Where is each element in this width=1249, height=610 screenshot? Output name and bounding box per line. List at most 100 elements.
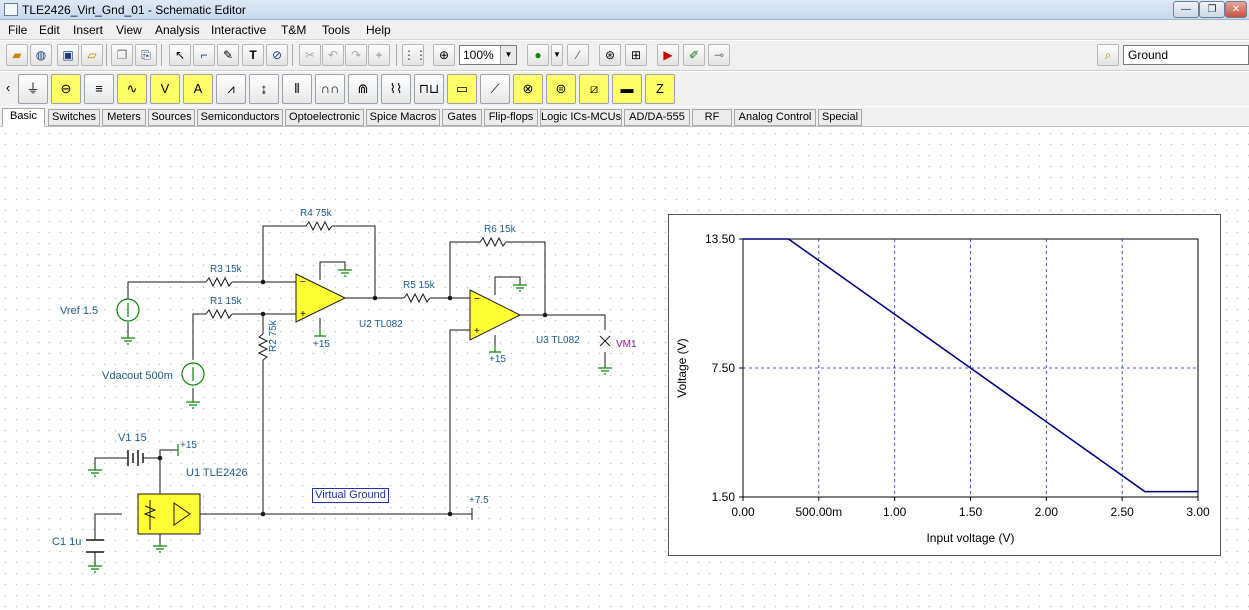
tab-logic-ics-mcus[interactable]: Logic ICs-MCUs <box>540 109 622 126</box>
ac-source-icon[interactable]: ∿ <box>117 74 147 104</box>
zoom-icon[interactable]: ⊕ <box>433 44 455 66</box>
voltmeter-icon[interactable]: V <box>150 74 180 104</box>
menu-help[interactable]: Help <box>366 23 391 37</box>
pointer-icon[interactable]: ↖ <box>169 44 191 66</box>
cut-icon[interactable]: ✂ <box>299 44 321 66</box>
wire <box>449 329 470 514</box>
minimize-button[interactable]: — <box>1173 1 1199 18</box>
wire-tool-icon[interactable]: ⌐ <box>193 44 215 66</box>
open-folder-icon[interactable]: ▰ <box>6 44 28 66</box>
undo-icon[interactable]: ↶ <box>322 44 344 66</box>
redo-icon[interactable]: ↷ <box>345 44 367 66</box>
component-search-icon[interactable]: ⌕ <box>1097 44 1119 66</box>
menu-view[interactable]: View <box>116 23 142 37</box>
save-icon[interactable]: ▣ <box>57 44 79 66</box>
potentiometer-icon[interactable]: ↨ <box>249 74 279 104</box>
wire <box>319 261 346 280</box>
resistor-icon[interactable]: ⩘ <box>216 74 246 104</box>
transformer-core-icon[interactable]: ⊓⊔ <box>414 74 444 104</box>
label-v1: V1 15 <box>118 432 147 444</box>
ground-icon <box>88 565 102 573</box>
globe-icon[interactable]: ◍ <box>30 44 52 66</box>
text-icon[interactable]: T <box>242 44 264 66</box>
ammeter-probe-icon[interactable]: ⊞ <box>625 44 647 66</box>
pen-probe-icon[interactable]: ✐ <box>683 44 705 66</box>
motor-icon[interactable]: ⊜ <box>546 74 576 104</box>
svg-text:−: − <box>300 277 306 288</box>
chevron-down-icon[interactable]: ▼ <box>500 46 516 64</box>
tab-ad-da-555[interactable]: AD/DA-555 <box>624 109 690 126</box>
tab-special[interactable]: Special <box>818 109 862 126</box>
component-search-input[interactable]: Ground <box>1123 45 1249 65</box>
tab-spice-macros[interactable]: Spice Macros <box>366 109 440 126</box>
battery-source-icon[interactable]: ⊖ <box>51 74 81 104</box>
menu-interactive[interactable]: Interactive <box>211 23 267 37</box>
open-file-icon[interactable]: ▱ <box>81 44 103 66</box>
wire <box>159 449 178 458</box>
impedance-icon[interactable]: Z <box>645 74 675 104</box>
dc-analysis-icon[interactable]: ● <box>527 44 549 66</box>
tab-sources[interactable]: Sources <box>148 109 195 126</box>
ground-icon <box>598 367 612 375</box>
resistor-r1 <box>205 308 233 320</box>
menu-insert[interactable]: Insert <box>73 23 104 37</box>
virtual-ground-label[interactable]: Virtual Ground <box>312 488 389 503</box>
plus-icon[interactable]: + <box>368 44 390 66</box>
tab-switches[interactable]: Switches <box>48 109 100 126</box>
voltage-source-icon[interactable]: ≡ <box>84 74 114 104</box>
tab-optoelectronic[interactable]: Optoelectronic <box>285 109 364 126</box>
tab-flip-flops[interactable]: Flip-flops <box>484 109 538 126</box>
menu-analysis[interactable]: Analysis <box>155 23 200 37</box>
menu-file[interactable]: File <box>8 23 28 37</box>
tab-meters[interactable]: Meters <box>102 109 146 126</box>
x-tick-label: 500.00m <box>795 505 842 519</box>
menu-bar: File Edit Insert View Analysis Interacti… <box>0 20 1249 40</box>
scroll-left-icon[interactable]: ‹ <box>5 80 11 95</box>
y-axis-label: Voltage (V) <box>675 338 689 397</box>
pencil-icon[interactable]: ✎ <box>217 44 239 66</box>
maximize-button[interactable]: ❐ <box>1199 1 1225 18</box>
tab-rf[interactable]: RF <box>692 109 732 126</box>
diode-icon[interactable]: ▶ <box>657 44 679 66</box>
inductor-icon[interactable]: ∩∩ <box>315 74 345 104</box>
core-inductor-icon[interactable]: ⋒ <box>348 74 378 104</box>
tab-gates[interactable]: Gates <box>442 109 482 126</box>
component-toolbar: ‹ ⏚ ⊖ ≡ ∿ V A ⩘ ↨ ⫴ ∩∩ ⋒ ⌇⌇ ⊓⊔ ▭ ⟋ ⊗ ⊜ ⧄… <box>0 72 1249 106</box>
tab-basic[interactable]: Basic <box>2 108 45 127</box>
voltmeter-probe-icon[interactable]: ⊛ <box>599 44 621 66</box>
tab-analog-control[interactable]: Analog Control <box>734 109 816 126</box>
resistor-r6 <box>479 236 507 248</box>
ground-icon[interactable]: ⏚ <box>18 74 48 104</box>
close-button[interactable]: ✕ <box>1225 1 1247 18</box>
ammeter-icon[interactable]: A <box>183 74 213 104</box>
delete-wire-icon[interactable]: ⊘ <box>266 44 288 66</box>
menu-edit[interactable]: Edit <box>39 23 60 37</box>
paste-icon[interactable]: ⎘ <box>135 44 157 66</box>
transformer-icon[interactable]: ⌇⌇ <box>381 74 411 104</box>
pin-icon[interactable]: ⊸ <box>708 44 730 66</box>
probe-icon[interactable]: ⁄ <box>567 44 589 66</box>
menu-tools[interactable]: Tools <box>322 23 351 37</box>
crystal-icon[interactable]: ▬ <box>612 74 642 104</box>
vref-source <box>116 298 140 322</box>
zoom-select[interactable]: 100% ▼ <box>459 45 517 65</box>
label-u2: U2 TL082 <box>359 319 403 330</box>
capacitor-icon[interactable]: ⫴ <box>282 74 312 104</box>
app-icon <box>4 3 18 16</box>
tab-semiconductors[interactable]: Semiconductors <box>197 109 283 126</box>
zoom-value: 100% <box>463 48 494 62</box>
wire <box>143 457 161 494</box>
ground-icon <box>88 469 102 477</box>
grid-icon[interactable]: ⋮⋮ <box>402 44 427 66</box>
fuse-icon[interactable]: ▭ <box>447 74 477 104</box>
x-tick-label: 1.00 <box>883 505 907 519</box>
copy-icon[interactable]: ❐ <box>111 44 133 66</box>
lamp-icon[interactable]: ⊗ <box>513 74 543 104</box>
switch-icon[interactable]: ⟋ <box>480 74 510 104</box>
label-vm1: VM1 <box>616 339 637 350</box>
dropdown-icon[interactable]: ▼ <box>551 44 563 66</box>
menu-tm[interactable]: T&M <box>281 23 307 37</box>
varistor-icon[interactable]: ⧄ <box>579 74 609 104</box>
